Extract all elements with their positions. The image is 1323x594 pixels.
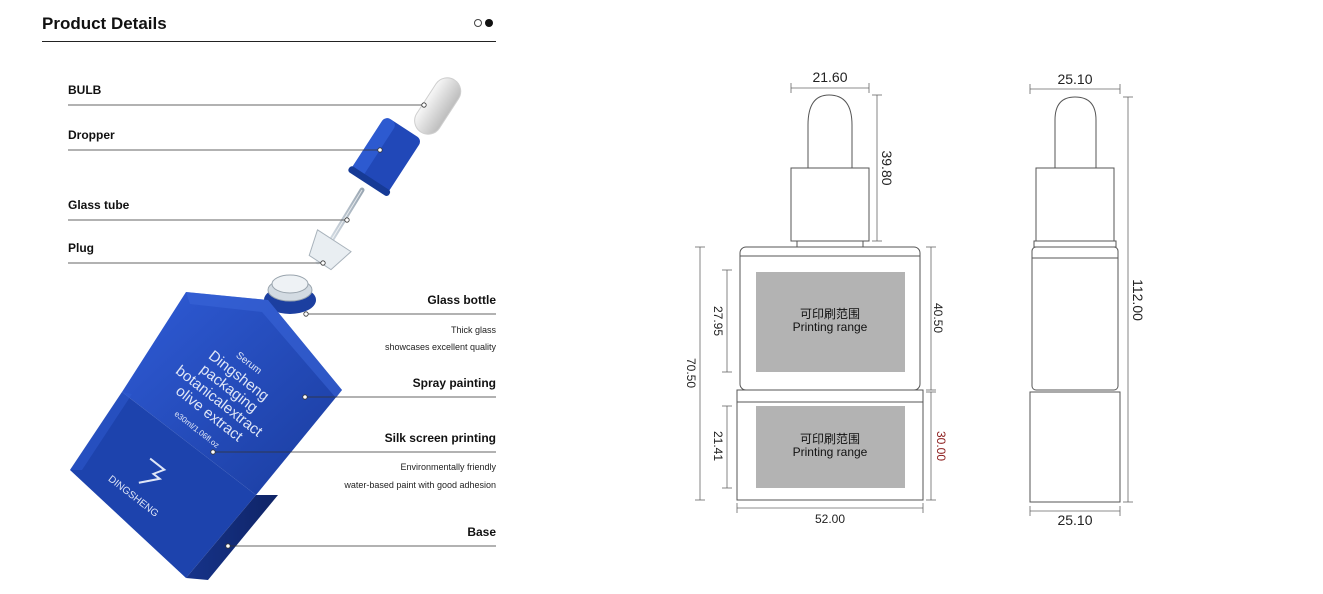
dropper-collar: [348, 118, 420, 196]
bottle-base: [70, 392, 256, 578]
plug: [308, 229, 352, 271]
bottle-upper: [122, 292, 342, 495]
svg-text:112.00: 112.00: [1130, 279, 1146, 321]
svg-text:可印刷范围: 可印刷范围: [800, 307, 860, 321]
label-bulb: BULB: [68, 83, 102, 97]
label-dropper: Dropper: [68, 128, 115, 142]
pager-dot-1[interactable]: [474, 19, 482, 27]
front-view-outline: [736, 94, 924, 501]
bottle-print: Serum Dingsheng packaging botanicalextra…: [172, 347, 272, 450]
label-silk-screen: Silk screen printing: [384, 431, 496, 445]
svg-text:52.00: 52.00: [815, 512, 845, 526]
svg-text:21.60: 21.60: [812, 69, 847, 85]
pager-dot-2[interactable]: [485, 19, 493, 27]
leader-lines: [68, 104, 496, 547]
dimension-lines: [695, 83, 1133, 516]
label-base: Base: [467, 525, 496, 539]
dimension-values: 21.60 39.80 27.95 70.50 21.41 40.50 30.0…: [684, 69, 1146, 528]
svg-text:25.10: 25.10: [1057, 512, 1092, 528]
side-view-outline: [1029, 96, 1121, 503]
slide-pager: [474, 19, 493, 27]
svg-text:30.00: 30.00: [934, 431, 948, 461]
svg-text:25.10: 25.10: [1057, 71, 1092, 87]
svg-text:70.50: 70.50: [684, 358, 698, 388]
print-area-upper: [756, 272, 905, 372]
product-illustration: Serum Dingsheng packaging botanicalextra…: [68, 77, 496, 580]
label-plug: Plug: [68, 241, 94, 255]
print-area-lower: [756, 406, 905, 488]
label-glass-tube: Glass tube: [68, 198, 130, 212]
technical-drawing: 可印刷范围 Printing range 可印刷范围 Printing rang…: [684, 69, 1146, 528]
label-glass-bottle: Glass bottle: [427, 293, 496, 307]
title-divider: [42, 41, 496, 42]
glass-bottle-desc-2: showcases excellent quality: [384, 342, 496, 352]
svg-text:Printing range: Printing range: [793, 320, 868, 334]
silk-screen-desc-1: Environmentally friendly: [400, 462, 496, 472]
page-title: Product Details: [42, 14, 167, 33]
svg-text:可印刷范围: 可印刷范围: [800, 432, 860, 446]
bottle-neck: [264, 274, 316, 314]
svg-text:21.41: 21.41: [711, 431, 725, 461]
svg-text:40.50: 40.50: [931, 303, 945, 333]
leader-dots: [210, 102, 427, 549]
bulb: [414, 77, 462, 135]
svg-text:27.95: 27.95: [711, 306, 725, 336]
silk-screen-desc-2: water-based paint with good adhesion: [344, 480, 496, 490]
svg-text:Printing range: Printing range: [793, 445, 868, 459]
glass-bottle-desc-1: Thick glass: [450, 325, 496, 335]
label-spray-painting: Spray painting: [412, 376, 496, 390]
svg-text:39.80: 39.80: [879, 150, 895, 185]
